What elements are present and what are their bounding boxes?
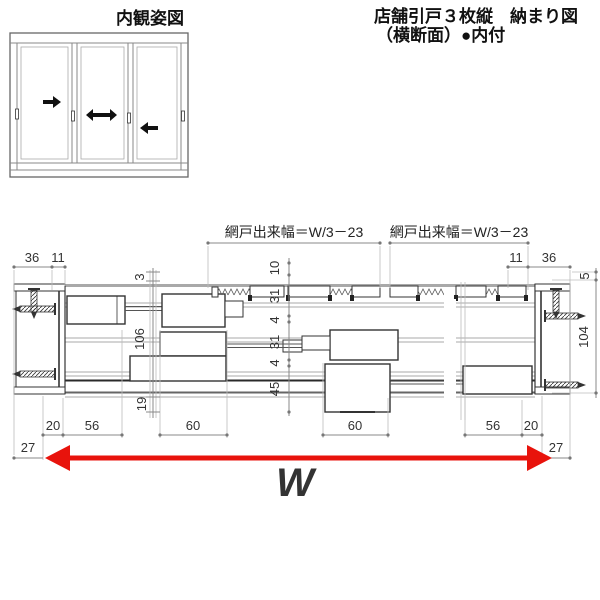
title-line1: 店舗引戸３枚縦 納まり図 [374, 6, 578, 26]
dim-mid-chain: 10 31 4 31 4 45 [267, 258, 291, 416]
dim-text: 31 [267, 289, 282, 303]
slide-left-arrow-icon [140, 122, 158, 134]
screen-track [211, 285, 528, 301]
handle-icon [15, 108, 19, 120]
screen-width-dim-right: 網戸出来幅＝W/3－23 [388, 224, 530, 245]
dim-bottom-right: 56 20 [463, 418, 544, 437]
screen-width-label-right: 網戸出来幅＝W/3－23 [390, 224, 529, 240]
panel-2-section [129, 329, 399, 382]
dim-text: 56 [85, 418, 99, 433]
dim-top-right: 11 36 [506, 250, 572, 269]
main-title: 店舗引戸３枚縦 納まり図 （横断面）●内付 [374, 6, 578, 45]
screen-mesh [330, 288, 352, 296]
width-arrow-right-head-icon [527, 445, 552, 471]
dim-text: 104 [576, 326, 591, 348]
dim-text: 5 [577, 272, 592, 279]
dim-text: 3 [132, 273, 147, 280]
width-arrow: W [45, 445, 552, 505]
dim-bottom-left: 20 56 [41, 418, 124, 437]
dim-text: 31 [267, 335, 282, 349]
screen-mesh [486, 288, 498, 296]
dim-text: 11 [509, 250, 523, 265]
dim-text: 27 [21, 440, 35, 455]
screw-icon [12, 368, 56, 380]
dim-left-chain: 3 106 19 [132, 268, 160, 418]
left-jamb [12, 283, 66, 395]
dim-bottom-center-left: 60 [158, 418, 229, 437]
dim-text: 60 [186, 418, 200, 433]
dim-text: 10 [267, 261, 282, 275]
dim-text: 106 [132, 328, 147, 350]
dim-bottom-center-right: 60 [321, 418, 390, 437]
slide-both-arrow-icon [86, 109, 117, 121]
handle-icon [71, 110, 75, 122]
slide-right-arrow-icon [43, 96, 61, 108]
handle-icon [181, 110, 185, 122]
dim-text: 27 [549, 440, 563, 455]
screen-width-label-left: 網戸出来幅＝W/3－23 [225, 224, 364, 240]
screen-mesh [418, 288, 444, 296]
dimensions: 網戸出来幅＝W/3－23 網戸出来幅＝W/3－23 36 11 11 36 [12, 224, 598, 460]
screw-icon [544, 379, 586, 391]
screw-icon [28, 288, 40, 319]
dim-text: 4 [267, 316, 282, 323]
dim-text: 60 [348, 418, 362, 433]
screen-width-dim-left: 網戸出来幅＝W/3－23 [206, 224, 382, 245]
section-break [444, 299, 456, 399]
panel-3-section [324, 363, 533, 413]
dim-text: 56 [486, 418, 500, 433]
dim-text: 11 [51, 250, 65, 265]
extension-lines [13, 246, 598, 460]
panel-1-section [66, 293, 244, 328]
panel-sections [66, 293, 533, 413]
width-arrow-label: W [276, 461, 317, 505]
dim-text: 36 [542, 250, 556, 265]
dim-top-left: 36 11 [12, 250, 67, 269]
panel-3-glass [136, 46, 178, 160]
dim-text: 36 [25, 250, 39, 265]
handle-icon [127, 112, 131, 124]
panel-2-glass [80, 46, 125, 160]
dim-text: 19 [134, 397, 149, 411]
dim-text: 4 [267, 359, 282, 366]
title-line2: （横断面）●内付 [376, 25, 505, 45]
elevation-title: 内観姿図 [116, 8, 184, 28]
screw-icon [12, 303, 56, 315]
section-drawing [12, 270, 586, 420]
screw-icon [544, 310, 586, 322]
width-arrow-left-head-icon [45, 445, 70, 471]
dim-text: 20 [46, 418, 60, 433]
panel-1-glass [20, 46, 69, 160]
elevation-frame [9, 32, 189, 178]
elevation-diagram: 内観姿図 [9, 8, 189, 178]
dim-text: 20 [524, 418, 538, 433]
dim-right-chain: 5 104 [576, 268, 598, 398]
dim-text: 45 [267, 382, 282, 396]
dim-corner-left: 27 [12, 440, 43, 460]
screen-mesh [218, 288, 250, 296]
